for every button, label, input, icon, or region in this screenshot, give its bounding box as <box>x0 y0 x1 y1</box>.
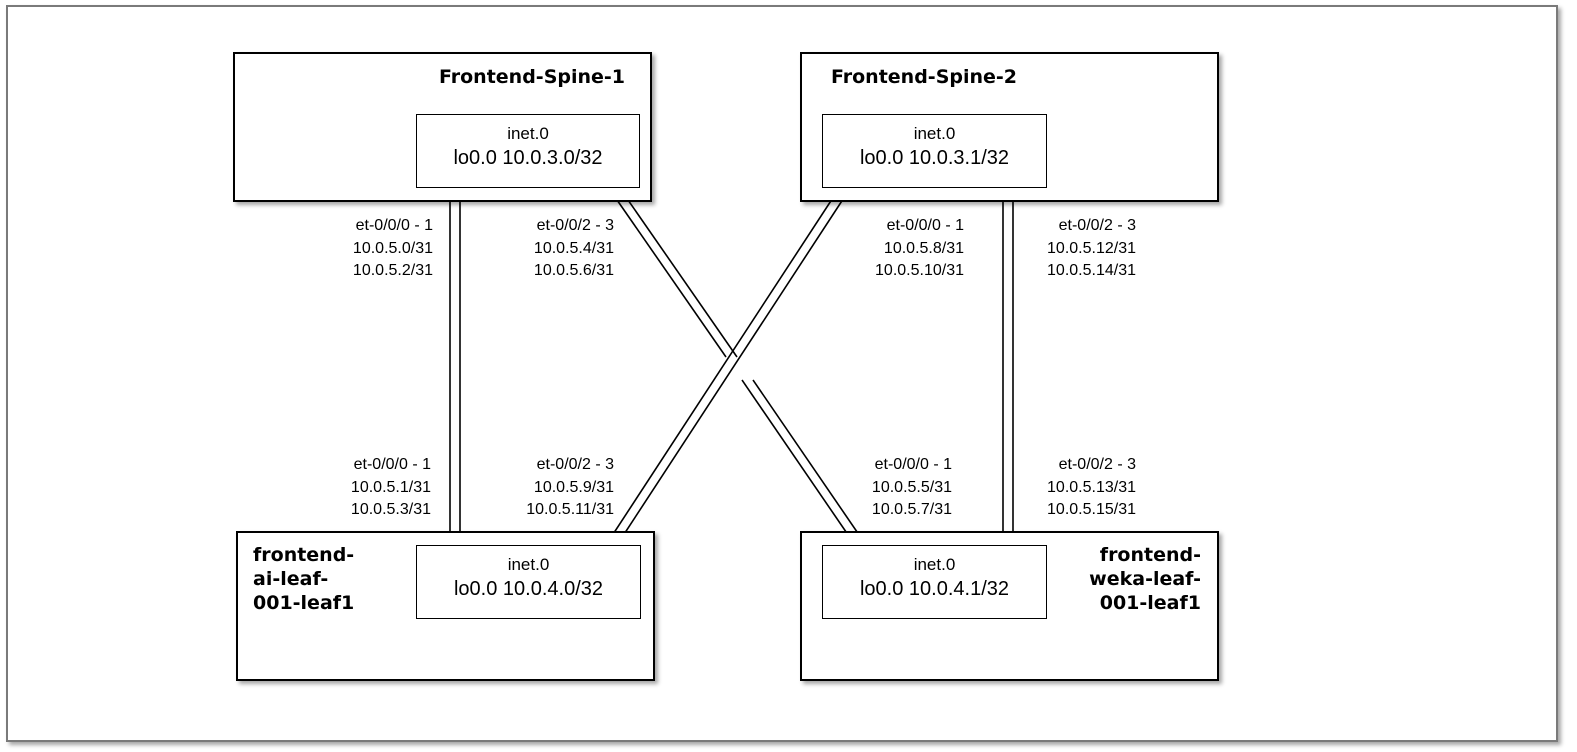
port-ip: 10.0.5.9/31 <box>533 478 614 496</box>
rt-table-name: inet.0 <box>507 555 550 574</box>
port-iface: et-0/0/2 - 3 <box>1058 217 1136 234</box>
port-label-spine2-et002: et-0/0/2 - 3 10.0.5.12/31 10.0.5.14/31 <box>996 215 1136 283</box>
port-ip: 10.0.5.2/31 <box>352 262 433 279</box>
port-ip: 10.0.5.15/31 <box>1047 501 1136 518</box>
port-ip: 10.0.5.6/31 <box>533 262 614 279</box>
port-ip: 10.0.5.12/31 <box>1047 239 1136 257</box>
port-label-spine2-et000: et-0/0/0 - 1 10.0.5.8/31 10.0.5.10/31 <box>824 215 964 283</box>
link-spine1-leaf2-lower-a <box>741 379 856 546</box>
port-ip: 10.0.5.0/31 <box>352 239 433 257</box>
port-label-leaf2-et002: et-0/0/2 - 3 10.0.5.13/31 10.0.5.15/31 <box>996 454 1136 522</box>
link-spine1-leaf2-upper-a <box>607 186 727 358</box>
port-ip: 10.0.5.7/31 <box>871 501 952 518</box>
link-spine1-leaf1 <box>449 187 461 545</box>
rt-loopback: lo0.0 10.0.4.1/32 <box>859 578 1009 600</box>
rt-loopback: lo0.0 10.0.3.0/32 <box>453 147 603 169</box>
port-label-spine1-et000: et-0/0/0 - 1 10.0.5.0/31 10.0.5.2/31 <box>293 215 433 283</box>
device-name: frontend- weka-leaf- 001-leaf1 <box>1089 544 1201 614</box>
port-label-leaf1-et002: et-0/0/2 - 3 10.0.5.9/31 10.0.5.11/31 <box>474 454 614 522</box>
port-iface: et-0/0/0 - 1 <box>886 217 964 234</box>
port-ip: 10.0.5.1/31 <box>350 478 431 496</box>
link-spine1-leaf2-upper-b <box>618 186 738 358</box>
rt-table-name: inet.0 <box>913 124 956 143</box>
port-iface: et-0/0/2 - 3 <box>536 456 614 473</box>
port-ip: 10.0.5.5/31 <box>871 478 952 496</box>
rt-table-name: inet.0 <box>507 124 549 143</box>
port-ip: 10.0.5.3/31 <box>350 501 431 518</box>
routing-table-spine2: inet.0 lo0.0 10.0.3.1/32 <box>822 114 1047 188</box>
port-iface: et-0/0/0 - 1 <box>353 456 431 473</box>
port-iface: et-0/0/0 - 1 <box>874 456 952 473</box>
port-iface: et-0/0/2 - 3 <box>536 217 614 234</box>
port-ip: 10.0.5.8/31 <box>883 239 964 257</box>
port-ip: 10.0.5.4/31 <box>533 239 614 257</box>
device-name: frontend- ai-leaf- 001-leaf1 <box>253 544 355 614</box>
rt-loopback: lo0.0 10.0.3.1/32 <box>859 147 1009 169</box>
port-label-spine1-et002: et-0/0/2 - 3 10.0.5.4/31 10.0.5.6/31 <box>474 215 614 283</box>
link-spine1-leaf2 <box>607 186 867 546</box>
device-name: Frontend-Spine-1 <box>439 66 626 88</box>
link-spine2-leaf1-line-b <box>616 186 852 546</box>
port-iface: et-0/0/2 - 3 <box>1058 456 1136 473</box>
port-label-leaf2-et000: et-0/0/0 - 1 10.0.5.5/31 10.0.5.7/31 <box>812 454 952 522</box>
port-ip: 10.0.5.11/31 <box>526 501 614 518</box>
device-name: Frontend-Spine-2 <box>831 66 1018 88</box>
routing-table-spine1: inet.0 lo0.0 10.0.3.0/32 <box>416 114 640 188</box>
routing-table-leaf2: inet.0 lo0.0 10.0.4.1/32 <box>822 545 1047 619</box>
port-ip: 10.0.5.10/31 <box>875 262 964 279</box>
port-ip: 10.0.5.13/31 <box>1047 478 1136 496</box>
routing-table-leaf1: inet.0 lo0.0 10.0.4.0/32 <box>416 545 641 619</box>
link-spine2-leaf2 <box>1002 187 1014 545</box>
port-label-leaf1-et000: et-0/0/0 - 1 10.0.5.1/31 10.0.5.3/31 <box>291 454 431 522</box>
port-ip: 10.0.5.14/31 <box>1047 262 1136 279</box>
port-iface: et-0/0/0 - 1 <box>355 217 433 234</box>
link-spine2-leaf1-line-a <box>605 186 841 546</box>
link-spine1-leaf2-lower-b <box>752 379 867 546</box>
link-spine2-leaf1 <box>605 186 852 546</box>
rt-table-name: inet.0 <box>913 555 956 574</box>
rt-loopback: lo0.0 10.0.4.0/32 <box>453 578 603 600</box>
